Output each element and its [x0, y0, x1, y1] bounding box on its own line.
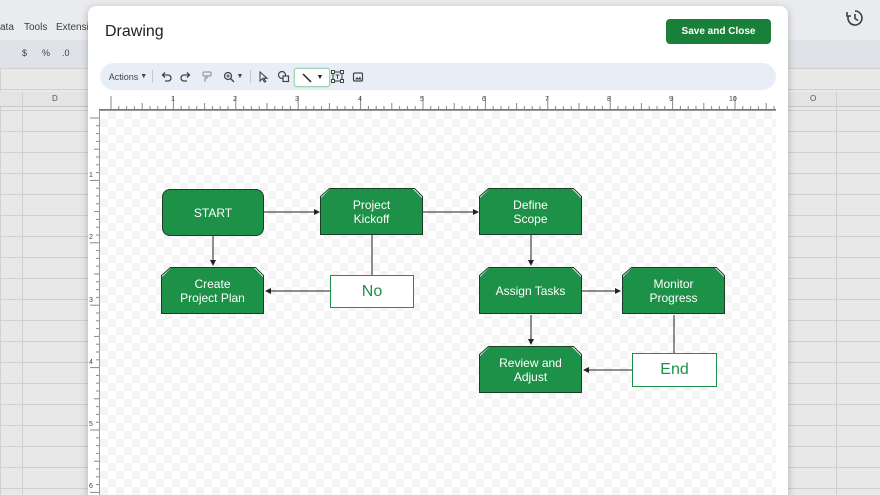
- grid-line: [22, 92, 23, 495]
- drawing-toolbar: Actions ▼ ▼ ▼: [100, 63, 776, 90]
- vertical-ruler: 1 2 3 4 5 6: [88, 110, 100, 495]
- select-icon[interactable]: [255, 68, 271, 85]
- column-header-o[interactable]: O: [810, 94, 817, 103]
- toolbar-divider: [152, 70, 153, 83]
- menu-tools[interactable]: Tools: [24, 22, 48, 33]
- image-icon[interactable]: [350, 68, 366, 85]
- actions-menu[interactable]: Actions ▼: [108, 68, 148, 85]
- dialog-title: Drawing: [105, 23, 164, 40]
- ruler-number: 8: [607, 96, 611, 103]
- connector-layer: [161, 188, 725, 393]
- assign-tasks-node[interactable]: Assign Tasks: [480, 268, 581, 313]
- decimal-button[interactable]: .0: [62, 48, 70, 58]
- no-node[interactable]: No: [330, 275, 414, 308]
- ruler-number: 9: [669, 96, 673, 103]
- ruler-number: 4: [89, 359, 93, 366]
- line-icon[interactable]: ▼: [294, 68, 330, 87]
- project-kickoff-node[interactable]: Project Kickoff: [321, 189, 422, 234]
- define-scope-node[interactable]: Define Scope: [480, 189, 581, 234]
- ruler-number: 1: [171, 96, 175, 103]
- chevron-down-icon: ▼: [140, 73, 148, 80]
- ruler-number: 6: [482, 96, 486, 103]
- currency-button[interactable]: $: [22, 48, 28, 58]
- menu-extensions[interactable]: Extensi: [56, 22, 89, 33]
- drawing-dialog: Drawing Save and Close Actions ▼ ▼ ▼: [88, 6, 788, 495]
- text-box-icon[interactable]: [329, 68, 345, 85]
- zoom-icon[interactable]: ▼: [220, 68, 246, 85]
- chevron-down-icon: ▼: [316, 74, 324, 81]
- ruler-number: 2: [89, 234, 93, 241]
- ruler-number: 1: [89, 172, 93, 179]
- ruler-number: 3: [295, 96, 299, 103]
- ruler-number: 5: [89, 421, 93, 428]
- shape-icon[interactable]: [275, 68, 291, 85]
- paint-format-icon[interactable]: [199, 68, 215, 85]
- ruler-number: 10: [729, 96, 737, 103]
- toolbar-divider: [250, 70, 251, 83]
- grid-line: [836, 92, 837, 495]
- ruler-number: 2: [233, 96, 237, 103]
- save-and-close-button[interactable]: Save and Close: [666, 19, 771, 44]
- actions-label: Actions: [108, 71, 139, 82]
- percent-button[interactable]: %: [42, 48, 51, 58]
- horizontal-ruler: 1 2 3 4 5 6 7 8 9 10: [99, 94, 776, 111]
- undo-icon[interactable]: [158, 68, 174, 85]
- menu-data[interactable]: ata: [0, 22, 14, 33]
- start-node[interactable]: START: [162, 189, 264, 236]
- ruler-number: 3: [89, 297, 93, 304]
- monitor-progress-node[interactable]: Monitor Progress: [623, 268, 724, 313]
- redo-icon[interactable]: [178, 68, 194, 85]
- ruler-number: 5: [420, 96, 424, 103]
- column-header-d[interactable]: D: [52, 94, 58, 103]
- ruler-number: 6: [89, 483, 93, 490]
- history-icon[interactable]: [846, 9, 864, 27]
- ruler-number: 7: [545, 96, 549, 103]
- end-node[interactable]: End: [632, 353, 717, 387]
- ruler-number: 4: [358, 96, 362, 103]
- create-project-plan-node[interactable]: Create Project Plan: [162, 268, 263, 313]
- review-and-adjust-node[interactable]: Review and Adjust: [480, 347, 581, 392]
- drawing-canvas[interactable]: START Project Kickoff Define Scope Creat…: [100, 111, 776, 495]
- chevron-down-icon: ▼: [236, 73, 244, 80]
